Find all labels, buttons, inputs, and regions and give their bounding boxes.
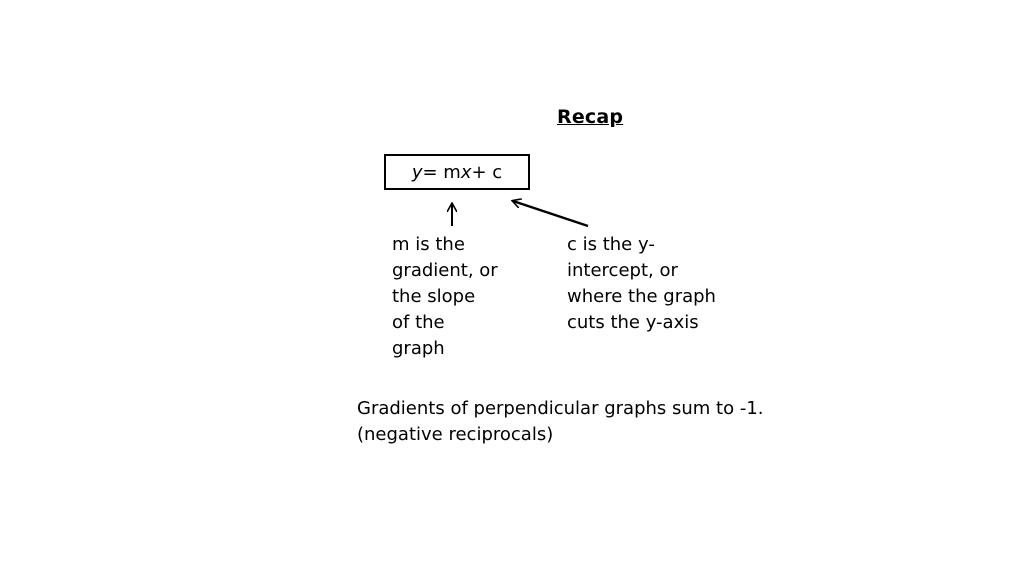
gradient-note-line: of the bbox=[392, 312, 445, 333]
slide-title: Recap bbox=[557, 106, 624, 128]
perpendicular-note: Gradients of perpendicular graphs sum to… bbox=[357, 396, 764, 448]
gradient-note: m is the gradient, or the slope of the g… bbox=[392, 232, 532, 362]
arrow-to-c bbox=[513, 201, 589, 228]
gradient-note-line: graph bbox=[392, 338, 445, 359]
perpendicular-note-line1: Gradients of perpendicular graphs sum to… bbox=[357, 398, 764, 419]
perpendicular-note-line2: (negative reciprocals) bbox=[357, 424, 554, 445]
intercept-note-line: cuts the y-axis bbox=[567, 312, 699, 333]
gradient-note-line: m is the bbox=[392, 234, 465, 255]
equation-eq: = m bbox=[422, 161, 461, 183]
equation-y: y bbox=[411, 161, 423, 183]
equation-rest: + c bbox=[471, 161, 503, 183]
equation-x: x bbox=[460, 161, 472, 183]
intercept-note-line: c is the y- bbox=[567, 234, 655, 255]
gradient-note-line: the slope bbox=[392, 286, 476, 307]
intercept-note-line: where the graph bbox=[567, 286, 716, 307]
intercept-note: c is the y- intercept, or where the grap… bbox=[567, 232, 757, 336]
intercept-note-line: intercept, or bbox=[567, 260, 678, 281]
gradient-note-line: gradient, or bbox=[392, 260, 498, 281]
